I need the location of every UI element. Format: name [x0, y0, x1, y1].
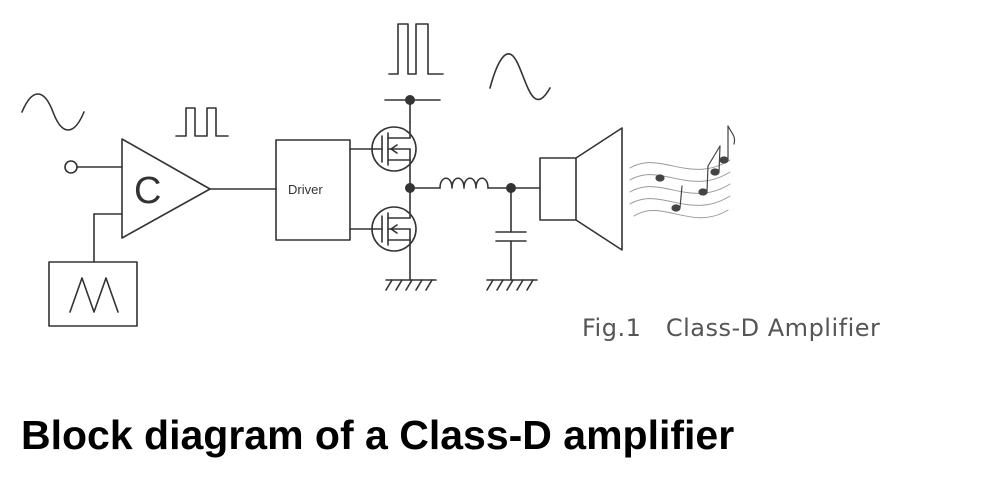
low-side-mosfet-icon [369, 206, 417, 252]
class-d-block-diagram: C Driver [21, 23, 736, 327]
triangle-wave-generator [48, 261, 138, 327]
input-sine-wave-icon [21, 93, 85, 131]
speaker-icon [539, 127, 623, 251]
switched-pulse-train-icon [388, 23, 444, 75]
input-terminal [64, 160, 78, 174]
capacitor-ground-icon [486, 279, 538, 291]
pwm-pulse-train-icon [175, 107, 229, 137]
comparator-triangle [121, 138, 211, 239]
comparator-label: C [134, 170, 161, 212]
page-title: Block diagram of a Class-D amplifier [21, 412, 735, 458]
driver-block [275, 139, 351, 241]
music-notes-icon [629, 159, 731, 219]
low-side-ground-icon [385, 279, 437, 291]
high-side-mosfet-icon [369, 121, 417, 172]
driver-label: Driver [288, 182, 323, 197]
music-note-glyphs [655, 125, 736, 212]
capacitor-icon [495, 231, 527, 242]
triangle-wave-icon [69, 277, 119, 313]
figure-caption: Fig.1 Class-D Amplifier [582, 314, 881, 342]
output-sine-wave-icon [489, 53, 551, 101]
inductor-icon [439, 177, 489, 189]
